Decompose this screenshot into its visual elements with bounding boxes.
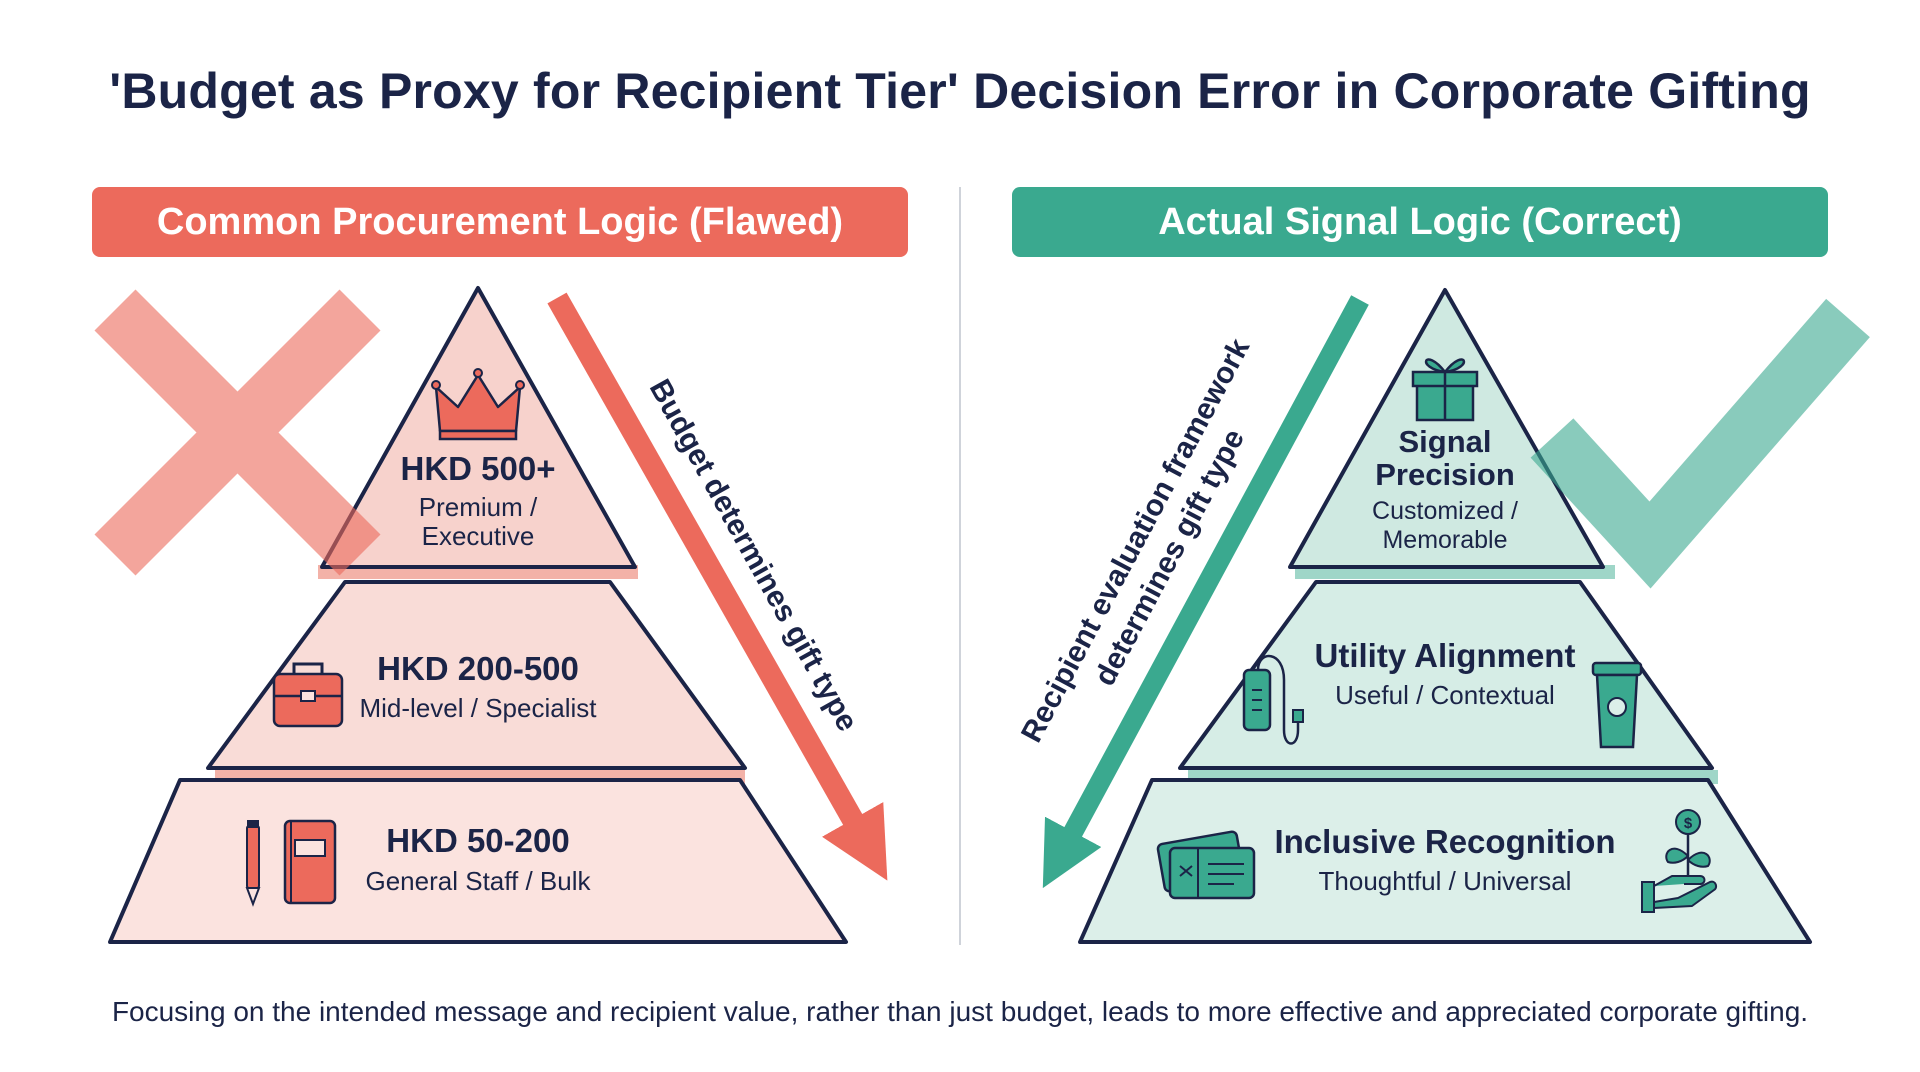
gift-box-icon xyxy=(1411,358,1479,422)
tier-middle-heading: Utility Alignment xyxy=(1315,637,1576,674)
coffee-cup-icon xyxy=(1591,661,1643,749)
tier-top-sub1: Premium / xyxy=(419,492,538,522)
gift-card-icon xyxy=(1156,830,1256,900)
crown-icon xyxy=(431,368,525,441)
check-mark-icon xyxy=(1530,298,1870,589)
tier-top-sub2: Executive xyxy=(422,521,535,551)
tier-base-heading: HKD 50-200 xyxy=(386,822,569,859)
tier-top-heading: HKD 500+ xyxy=(401,450,556,487)
tier-base-heading: Inclusive Recognition xyxy=(1274,823,1615,860)
tier-base xyxy=(108,778,848,944)
x-mark-icon xyxy=(94,289,381,576)
tier-top-heading-1: Signal xyxy=(1398,424,1491,459)
page-title: 'Budget as Proxy for Recipient Tier' Dec… xyxy=(109,63,1811,119)
tier-top-sub2: Memorable xyxy=(1382,526,1507,554)
tier-middle-sub: Useful / Contextual xyxy=(1335,680,1555,710)
tier-middle xyxy=(1178,580,1714,770)
flawed-logic-header: Common Procurement Logic (Flawed) xyxy=(92,187,908,257)
tier-base-sub: Thoughtful / Universal xyxy=(1319,866,1572,896)
tier-middle-heading: HKD 200-500 xyxy=(377,650,579,687)
tier-top xyxy=(1288,288,1605,569)
footer-note: Focusing on the intended message and rec… xyxy=(111,996,1809,1027)
svg-text:$: $ xyxy=(1684,815,1693,832)
power-bank-icon xyxy=(1242,654,1304,745)
hand-plant-icon: $ xyxy=(1641,809,1718,913)
tier-base-sub: General Staff / Bulk xyxy=(366,866,592,896)
tier-middle-sub: Mid-level / Specialist xyxy=(360,693,598,723)
tier-top-sub1: Customized / xyxy=(1372,497,1518,525)
correct-logic-header: Actual Signal Logic (Correct) xyxy=(1012,187,1828,257)
briefcase-icon xyxy=(272,662,344,728)
correct-pyramid xyxy=(1078,288,1812,944)
tier-base xyxy=(1078,778,1812,944)
tier-top-heading-2: Precision xyxy=(1375,457,1515,492)
notebook-pen-icon xyxy=(245,819,337,907)
